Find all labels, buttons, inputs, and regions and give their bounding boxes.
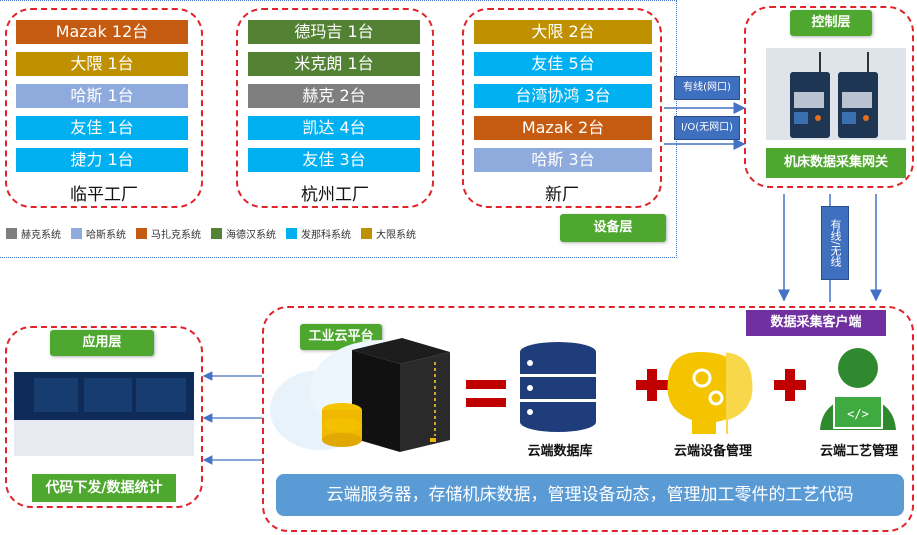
machine-bar: 大限 2台 — [474, 20, 652, 44]
machine-bar: 友佳 1台 — [16, 116, 188, 140]
cloud-db-label: 云端数据库 — [527, 444, 593, 459]
legend-item: 哈斯系统 — [71, 226, 126, 241]
factory-name-new: 新厂 — [545, 185, 579, 205]
machine-bar: 台湾协鸿 3台 — [474, 84, 652, 108]
machine-bar: Mazak 12台 — [16, 20, 188, 44]
legend-item: 海德汉系统 — [211, 226, 276, 241]
machine-bar: 米克朗 1台 — [248, 52, 420, 76]
legend-item: 发那科系统 — [286, 226, 351, 241]
legend-swatch — [361, 228, 372, 239]
link-label-wireless-text: 有线/无线 — [829, 219, 842, 267]
legend-swatch — [6, 228, 17, 239]
legend-label: 发那科系统 — [301, 230, 351, 241]
factory-name-linping: 临平工厂 — [70, 185, 138, 205]
cloud-platform-box — [262, 306, 914, 532]
machine-bar: 赫克 2台 — [248, 84, 420, 108]
cloud-device-mgmt-label: 云端设备管理 — [673, 444, 752, 459]
gateway-label: 机床数据采集网关 — [766, 148, 906, 178]
machine-bar: 德玛吉 1台 — [248, 20, 420, 44]
control-layer-tag: 控制层 — [790, 10, 872, 36]
machine-bar: 友佳 5台 — [474, 52, 652, 76]
machine-bar: 友佳 3台 — [248, 148, 420, 172]
machine-bar: 哈斯 1台 — [16, 84, 188, 108]
legend-swatch — [71, 228, 82, 239]
gateway-image — [766, 48, 906, 140]
link-label-io: I/O(无网口) — [674, 116, 740, 140]
app-dashboard-screenshot — [14, 372, 194, 456]
legend-label: 赫克系统 — [21, 230, 61, 241]
machine-bar: Mazak 2台 — [474, 116, 652, 140]
legend-label: 马扎克系统 — [151, 230, 201, 241]
machine-bar: 哈斯 3台 — [474, 148, 652, 172]
legend-label: 海德汉系统 — [226, 230, 276, 241]
machine-bar: 凯达 4台 — [248, 116, 420, 140]
svg-text:</>: </> — [847, 407, 869, 421]
legend-item: 马扎克系统 — [136, 226, 201, 241]
factory-box-new — [462, 8, 662, 208]
machine-bar: 捷力 1台 — [16, 148, 188, 172]
factory-box-hangzhou — [236, 8, 434, 208]
cloud-platform-tag: 工业云平台 — [300, 324, 382, 350]
app-label: 代码下发/数据统计 — [32, 474, 176, 502]
link-label-wired: 有线(网口) — [674, 76, 740, 100]
legend-swatch — [286, 228, 297, 239]
machine-bar: 大隈 1台 — [16, 52, 188, 76]
factory-box-linping — [5, 8, 203, 208]
legend-swatch — [136, 228, 147, 239]
link-label-wireless: 有线/无线 — [821, 206, 849, 280]
factory-name-hangzhou: 杭州工厂 — [301, 185, 369, 205]
client-tag: 数据采集客户端 — [746, 310, 886, 336]
app-layer-box — [5, 326, 203, 508]
cloud-process-mgmt-label: 云端工艺管理 — [819, 444, 898, 459]
legend-label: 大限系统 — [376, 230, 416, 241]
legend-swatch — [211, 228, 222, 239]
cloud-summary-bar: 云端服务器，存储机床数据，管理设备动态，管理加工零件的工艺代码 — [276, 474, 904, 516]
app-layer-tag: 应用层 — [50, 330, 154, 356]
legend: 赫克系统 哈斯系统 马扎克系统 海德汉系统 发那科系统 大限系统 — [6, 226, 416, 241]
legend-item: 大限系统 — [361, 226, 416, 241]
control-layer-box — [744, 6, 914, 188]
device-layer-tag: 设备层 — [560, 214, 666, 242]
legend-label: 哈斯系统 — [86, 230, 126, 241]
legend-item: 赫克系统 — [6, 226, 61, 241]
